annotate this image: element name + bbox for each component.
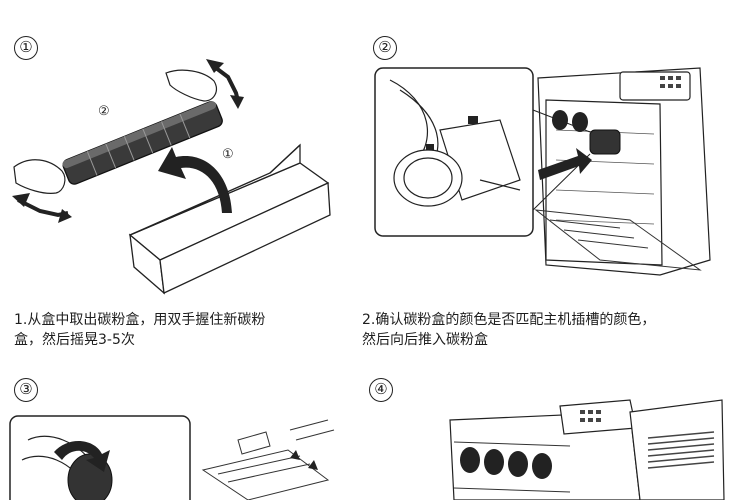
step-1-illustration: ① ② bbox=[12, 59, 331, 295]
step-2-illustration bbox=[374, 67, 711, 276]
step-1-number: ① bbox=[14, 36, 38, 60]
step-2-caption-line-2: 然后向后推入碳粉盒 bbox=[362, 332, 488, 348]
step-1-label-2: ② bbox=[98, 103, 110, 118]
step-1-caption-line-1: 1.从盒中取出碳粉盒，用双手握住新碳粉 bbox=[14, 312, 266, 328]
step-2-caption: 2.确认碳粉盒的颜色是否匹配主机插槽的颜色， 然后向后推入碳粉盒 bbox=[362, 310, 655, 350]
step-2-number: ② bbox=[373, 36, 397, 60]
step-4-illustration bbox=[449, 399, 725, 500]
step-4-number: ④ bbox=[369, 378, 393, 402]
step-1-caption: 1.从盒中取出碳粉盒，用双手握住新碳粉 盒，然后摇晃3-5次 bbox=[14, 310, 265, 350]
step-3-illustration bbox=[9, 415, 335, 500]
step-1-caption-line-2: 盒，然后摇晃3-5次 bbox=[14, 332, 135, 348]
step-3-number: ③ bbox=[14, 378, 38, 402]
step-2-caption-line-1: 2.确认碳粉盒的颜色是否匹配主机插槽的颜色， bbox=[362, 312, 656, 328]
step-1-label-1: ① bbox=[222, 146, 234, 161]
